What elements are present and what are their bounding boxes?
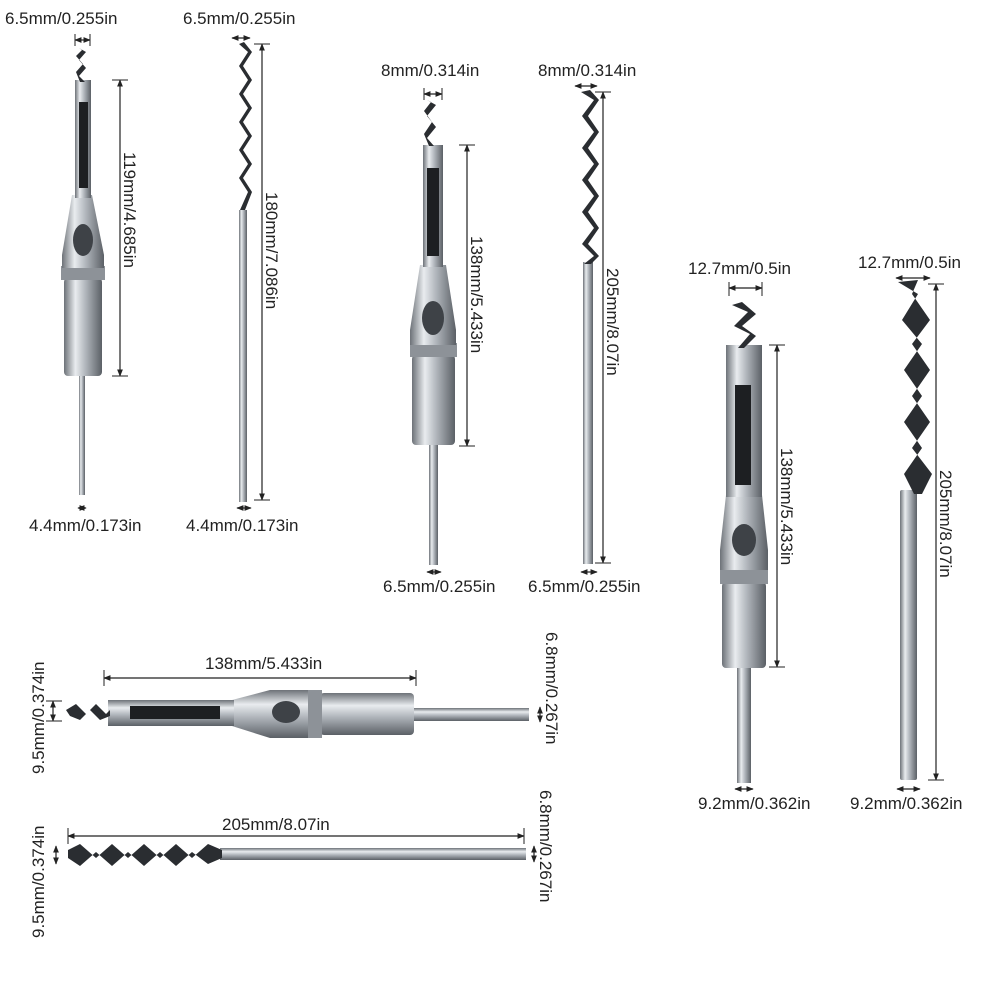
chisel-bit-small [61, 48, 105, 495]
dimension-drill-medium: 8mm/0.314in 205mm/8.07in 6.5mm/0.255in [528, 61, 640, 596]
bit-auger-tip [732, 302, 756, 348]
dimension-chisel-large: 12.7mm/0.5in 138mm/5.433in 9.2mm/0.362in [688, 259, 810, 813]
tip-width-label: 6.5mm/0.255in [5, 9, 117, 28]
chisel-bit-horizontal [66, 690, 529, 738]
shank-label: 6.8mm/0.267in [542, 632, 561, 744]
bit-shank [412, 708, 529, 721]
bit-handle [64, 278, 102, 376]
bit-handle [320, 693, 414, 735]
bit-collar [306, 690, 322, 738]
dimension-drill-large: 12.7mm/0.5in 205mm/8.07in 9.2mm/0.362in [850, 253, 962, 813]
dimension-drill-horizontal: 205mm/8.07in 9.5mm/0.374in 6.8mm/0.267in [29, 790, 555, 938]
length-label: 138mm/5.433in [777, 448, 796, 565]
bit-shank [583, 262, 593, 564]
length-label: 138mm/5.433in [205, 654, 322, 673]
bit-auger-tip [424, 100, 436, 146]
dimension-chisel-medium: 8mm/0.314in 138mm/5.433in 6.5mm/0.255in [381, 61, 495, 596]
bit-shank [737, 665, 751, 783]
bit-shank [900, 490, 917, 780]
bit-flute [130, 706, 220, 719]
bit-auger-spiral [68, 844, 222, 866]
bit-handle [722, 582, 766, 668]
chisel-bit-large [720, 302, 768, 783]
shank-label: 9.2mm/0.362in [698, 794, 810, 813]
tip-width-label: 9.5mm/0.374in [29, 826, 48, 938]
bit-auger-tip [76, 48, 86, 82]
drill-bit-medium [581, 90, 599, 564]
dimension-chisel-horizontal: 138mm/5.433in 9.5mm/0.374in 6.8mm/0.267i… [29, 632, 561, 774]
length-label: 205mm/8.07in [936, 470, 955, 578]
bit-collar [720, 568, 768, 584]
bit-shank [239, 210, 247, 502]
bit-collar [410, 343, 457, 357]
tip-width-label: 12.7mm/0.5in [858, 253, 961, 272]
length-label: 138mm/5.433in [467, 236, 486, 353]
length-label: 180mm/7.086in [262, 192, 281, 309]
tip-width-label: 6.5mm/0.255in [183, 9, 295, 28]
bit-shank [429, 443, 438, 565]
bit-flute [735, 385, 751, 485]
bit-flute [79, 102, 88, 188]
bit-auger-tip [66, 704, 110, 720]
shank-label: 4.4mm/0.173in [186, 516, 298, 535]
shank-label: 4.4mm/0.173in [29, 516, 141, 535]
bit-auger-spiral [898, 280, 932, 494]
bit-slot [73, 224, 93, 256]
drill-bit-small [239, 42, 252, 502]
bit-slot [272, 701, 300, 723]
chisel-bit-medium [410, 100, 457, 565]
bit-slot [732, 524, 756, 556]
bit-shank [79, 375, 85, 495]
bit-handle [412, 355, 455, 445]
bit-slot [422, 301, 444, 335]
tip-width-label: 9.5mm/0.374in [29, 662, 48, 774]
bit-flute [427, 168, 439, 256]
length-label: 205mm/8.07in [222, 815, 330, 834]
shank-label: 6.5mm/0.255in [383, 577, 495, 596]
bit-auger-spiral [239, 42, 252, 210]
tip-width-label: 8mm/0.314in [381, 61, 479, 80]
length-label: 205mm/8.07in [603, 268, 622, 376]
bit-collar [61, 266, 105, 280]
shank-label: 6.5mm/0.255in [528, 577, 640, 596]
drill-bit-large [898, 280, 932, 780]
shank-label: 9.2mm/0.362in [850, 794, 962, 813]
length-label: 119mm/4.685in [120, 152, 139, 268]
dimension-chisel-small: 6.5mm/0.255in 119mm/4.685in 4.4mm/0.173i… [5, 9, 141, 535]
drill-bit-horizontal [68, 844, 526, 866]
tip-width-label: 8mm/0.314in [538, 61, 636, 80]
dimension-drill-small: 6.5mm/0.255in 180mm/7.086in 4.4mm/0.173i… [183, 9, 298, 535]
tip-width-label: 12.7mm/0.5in [688, 259, 791, 278]
bit-shank [220, 848, 526, 860]
bit-auger-spiral [581, 90, 599, 264]
shank-label: 6.8mm/0.267in [536, 790, 555, 902]
